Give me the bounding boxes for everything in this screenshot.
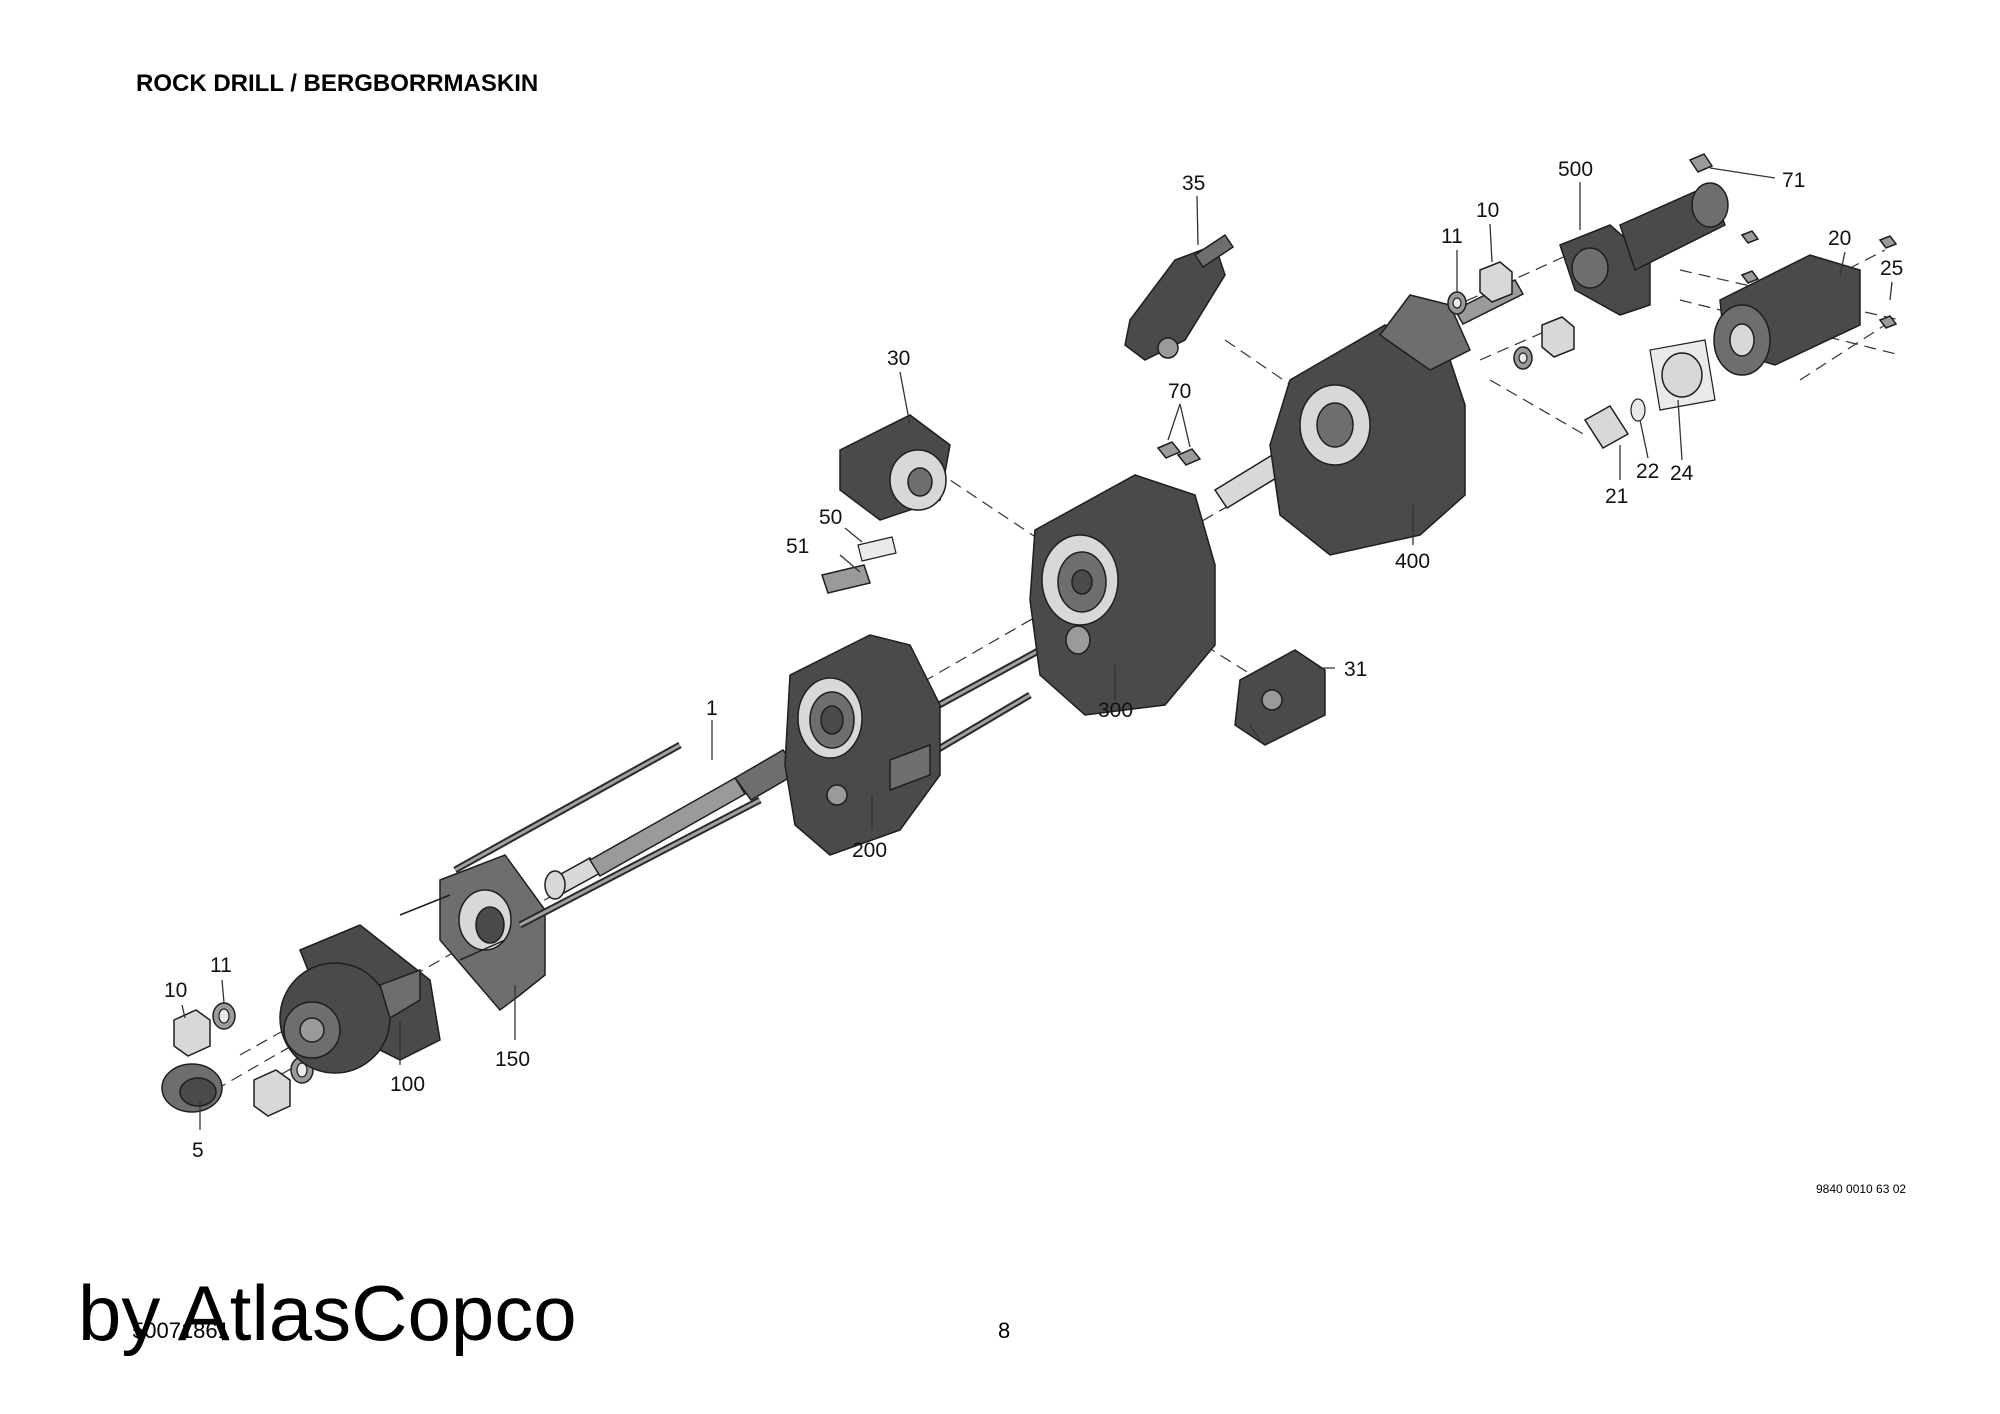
part-400-housing bbox=[1213, 279, 1525, 556]
part-35-valve bbox=[1124, 233, 1235, 361]
callout-11-right: 11 bbox=[1441, 225, 1463, 248]
callout-70: 70 bbox=[1168, 380, 1191, 403]
part-100-front-head bbox=[279, 924, 441, 1074]
part-300-gear-housing bbox=[1029, 474, 1216, 716]
callout-100: 100 bbox=[390, 1073, 425, 1096]
callout-22: 22 bbox=[1636, 460, 1659, 483]
part-code: 50071861 bbox=[132, 1318, 230, 1343]
part-20-hydraulic-motor bbox=[1713, 254, 1861, 376]
leader-lines bbox=[181, 167, 1893, 1130]
callout-5: 5 bbox=[192, 1139, 204, 1162]
callout-24: 24 bbox=[1670, 462, 1694, 485]
callout-300: 300 bbox=[1098, 699, 1133, 722]
callout-1: 1 bbox=[706, 697, 718, 720]
callout-500: 500 bbox=[1558, 158, 1593, 181]
part-50-label-plate bbox=[857, 536, 897, 562]
part-1-piston bbox=[544, 749, 801, 900]
callout-31: 31 bbox=[1344, 658, 1367, 681]
page-title: ROCK DRILL / BERGBORRMASKIN bbox=[136, 70, 539, 97]
part-5-front-cap bbox=[161, 1063, 223, 1113]
callout-50: 50 bbox=[819, 506, 842, 529]
part-11-washer-right bbox=[1447, 291, 1533, 370]
tie-rods bbox=[453, 646, 1042, 929]
part-31-side-cover bbox=[1234, 649, 1326, 746]
part-51-label-plate bbox=[821, 564, 871, 594]
callout-35: 35 bbox=[1182, 172, 1205, 195]
callout-51: 51 bbox=[786, 535, 809, 558]
part-71-plug bbox=[1688, 153, 1714, 173]
callout-25: 25 bbox=[1880, 257, 1903, 280]
document-number: 9840 0010 63 02 bbox=[1816, 1182, 1907, 1196]
part-21-sleeve bbox=[1583, 405, 1630, 449]
callout-11-left: 11 bbox=[210, 954, 232, 977]
callout-71: 71 bbox=[1782, 169, 1805, 192]
callout-150: 150 bbox=[495, 1048, 530, 1071]
part-10-nut-left bbox=[173, 1009, 291, 1117]
part-30-cover bbox=[839, 414, 951, 521]
part-200-cylinder bbox=[784, 634, 941, 856]
callout-21: 21 bbox=[1605, 485, 1628, 508]
callout-30: 30 bbox=[887, 347, 910, 370]
callout-20: 20 bbox=[1828, 227, 1851, 250]
callout-10-left: 10 bbox=[164, 979, 187, 1002]
brand-watermark: by AtlasCopco bbox=[78, 1269, 577, 1357]
callout-200: 200 bbox=[852, 839, 887, 862]
part-10-nut-right bbox=[1479, 261, 1575, 358]
callout-400: 400 bbox=[1395, 550, 1430, 573]
callout-10-right: 10 bbox=[1476, 199, 1499, 222]
part-25-screws bbox=[1740, 230, 1898, 329]
page-number: 8 bbox=[998, 1318, 1011, 1343]
part-150-flange bbox=[399, 854, 546, 1012]
part-22-circlip bbox=[1630, 398, 1646, 422]
part-24-gasket bbox=[1649, 339, 1716, 411]
part-500-shaft-housing bbox=[1559, 182, 1729, 316]
part-70-nipples bbox=[1156, 441, 1202, 466]
